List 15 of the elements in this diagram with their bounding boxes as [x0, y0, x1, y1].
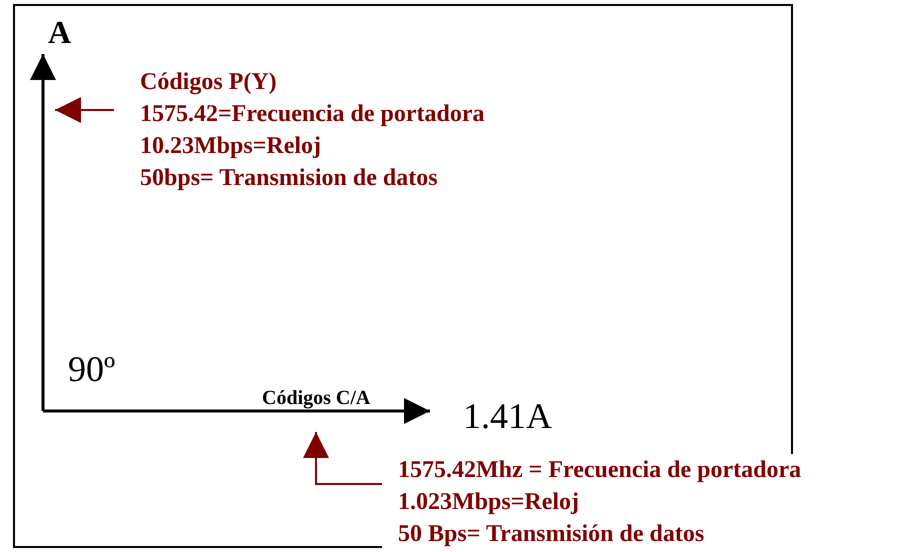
annotation-text: 10.23Mbps=Reloj	[140, 132, 322, 161]
axis-label: Códigos C/A	[262, 386, 370, 410]
annotation-text: Códigos P(Y)	[140, 68, 277, 97]
annotation-text: 50 Bps= Transmisión de datos	[398, 520, 704, 549]
arrow	[55, 97, 114, 123]
axis-label: A	[48, 14, 72, 50]
arrow	[303, 432, 382, 485]
annotation-text: 50bps= Transmision de datos	[140, 164, 438, 193]
angle-label: 90º	[68, 348, 116, 390]
annotation-text: 1575.42Mhz = Frecuencia de portadora	[398, 456, 802, 485]
annotation-text: 1.023Mbps=Reloj	[398, 488, 580, 517]
annotation-text: 1575.42=Frecuencia de portadora	[140, 100, 485, 129]
arrow	[43, 398, 430, 424]
axis-label: 1.41A	[463, 396, 552, 436]
arrow	[30, 54, 56, 411]
